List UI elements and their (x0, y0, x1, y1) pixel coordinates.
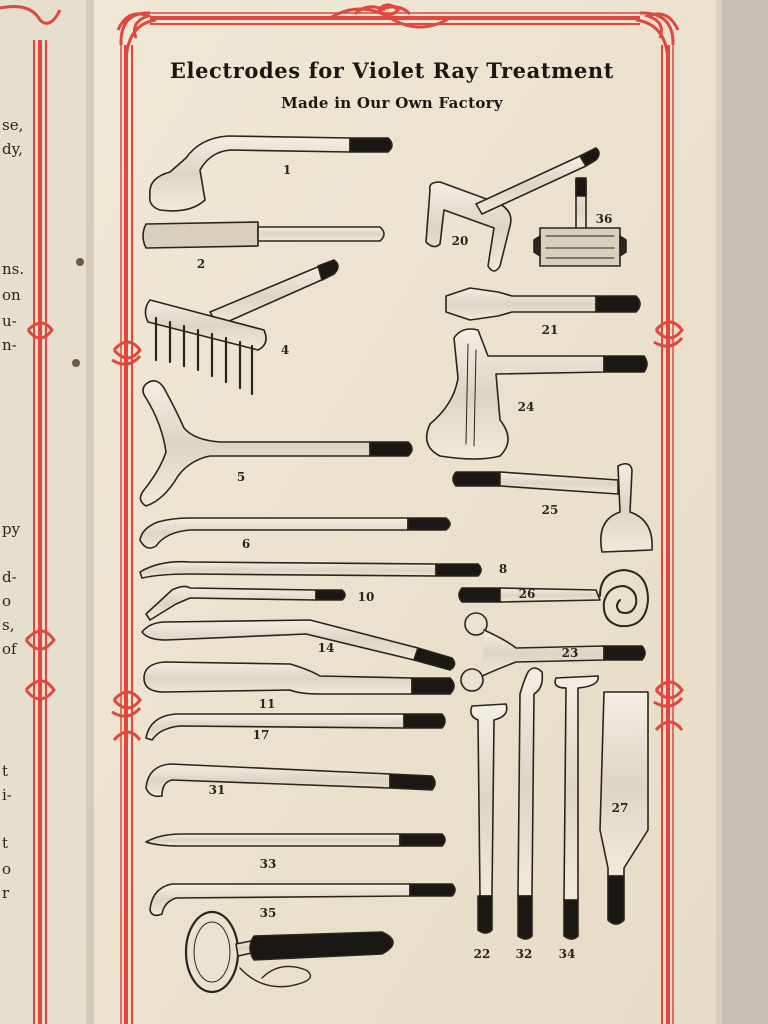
left-page-border (0, 5, 62, 1024)
page-subtitle: Made in Our Own Factory (281, 94, 503, 112)
electrode-36 (533, 177, 627, 267)
label-electrode-33: 33 (259, 857, 277, 871)
label-electrode-2: 2 (196, 257, 206, 271)
electrode-20 (425, 147, 600, 272)
left-page-text-fragment: o (2, 860, 12, 878)
page-edge (716, 0, 722, 1024)
left-page-text-fragment: o (2, 592, 12, 610)
electrode-26 (458, 569, 649, 628)
electrode-17 (145, 713, 446, 741)
electrode-4 (144, 259, 339, 396)
label-electrode-1: 1 (282, 163, 292, 177)
electrode-22 (470, 703, 508, 934)
electrode-8 (139, 560, 482, 579)
left-page-text-fragment: n- (2, 336, 17, 354)
electrode-2 (142, 221, 385, 249)
electrode-27 (599, 691, 649, 925)
electrode-24 (425, 328, 648, 460)
binding-hole (76, 258, 84, 266)
label-electrode-25: 25 (541, 503, 559, 517)
left-page-text-fragment: r (2, 884, 10, 902)
label-electrode-36: 36 (595, 212, 613, 226)
label-electrode-20: 20 (451, 234, 469, 248)
left-page-text-fragment: i- (2, 786, 12, 804)
electrode-35 (149, 883, 456, 917)
page-border (111, 3, 684, 1024)
electrode-34 (554, 675, 599, 940)
label-electrode-8: 8 (498, 562, 508, 576)
label-electrode-24: 24 (517, 400, 535, 414)
left-page-text-fragment: t (2, 762, 9, 780)
label-electrode-10: 10 (357, 590, 375, 604)
label-electrode-21: 21 (541, 323, 559, 337)
electrode-31 (145, 763, 436, 798)
label-electrode-23: 23 (561, 646, 579, 660)
label-electrode-4: 4 (280, 343, 290, 357)
electrode-6 (139, 517, 451, 549)
electrode-mirror (184, 910, 394, 994)
electrode-32 (517, 667, 544, 940)
electrode-25 (452, 462, 653, 553)
label-electrode-6: 6 (241, 537, 251, 551)
binding-hole (72, 359, 80, 367)
label-electrode-17: 17 (252, 728, 270, 742)
label-electrode-5: 5 (236, 470, 246, 484)
electrode-33 (145, 833, 446, 847)
left-page-text-fragment: dy, (2, 140, 23, 158)
label-electrode-14: 14 (317, 641, 335, 655)
left-page-text-fragment: py (2, 520, 21, 538)
left-page-text-fragment: s, (2, 616, 15, 634)
left-page-text-fragment: se, (2, 116, 24, 134)
label-electrode-27: 27 (611, 801, 629, 815)
label-electrode-32: 32 (515, 947, 533, 961)
page-title: Electrodes for Violet Ray Treatment (169, 58, 615, 83)
left-page-text-fragment: ns. (2, 260, 25, 278)
label-electrode-31: 31 (208, 783, 226, 797)
page-fold (86, 0, 96, 1024)
label-electrode-34: 34 (558, 947, 576, 961)
label-electrode-22: 22 (473, 947, 491, 961)
electrode-23 (460, 612, 646, 692)
label-electrode-35: 35 (259, 906, 277, 920)
left-page-text-fragment: on (2, 286, 21, 304)
left-page-text-fragment: u- (2, 312, 17, 330)
left-page-text-fragment: of (2, 640, 17, 658)
electrode-10 (145, 585, 346, 621)
label-electrode-26: 26 (518, 587, 536, 601)
electrode-5 (139, 380, 413, 507)
label-electrode-11: 11 (258, 697, 276, 711)
left-page-text-fragment: d- (2, 568, 17, 586)
left-page-text-fragment: t (2, 834, 9, 852)
electrode-11 (143, 661, 455, 695)
electrode-14 (141, 619, 456, 671)
electrode-21 (445, 287, 641, 321)
electrode-1 (148, 135, 393, 212)
